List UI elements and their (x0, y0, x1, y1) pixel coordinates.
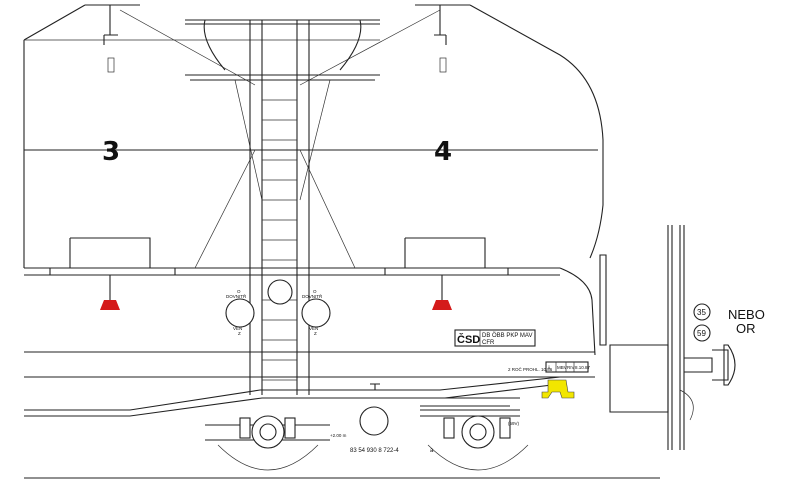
svg-text:O: O (237, 289, 241, 294)
circle-mark-59 (693, 324, 711, 342)
buffer-end (599, 225, 736, 450)
svg-text:DOVNITŘ: DOVNITŘ (302, 292, 323, 299)
yellow-hook (541, 379, 575, 399)
railway-plate: ČSD DB ÖBB PKP MAV CFR (454, 329, 536, 347)
svg-text:VEN: VEN (233, 326, 242, 331)
svg-text:CFR: CFR (482, 340, 495, 346)
underframe: ii MBV RIV 8.10.87 2 ROČ PROHL. 10.86 (24, 351, 595, 417)
wagon-number: 83 54 930 8 722-4 (350, 448, 399, 454)
compartment-4: 4 (434, 137, 452, 167)
valve-indicator-left: O DOVNITŘ VEN Z (225, 289, 255, 336)
svg-text:MBV: MBV (557, 365, 567, 370)
length-mark: +2.00 m (330, 433, 347, 438)
red-marker-right (432, 300, 452, 310)
compartment-3: 3 (102, 137, 120, 167)
svg-text:a: a (430, 448, 434, 454)
svg-text:RIV: RIV (567, 365, 575, 370)
bogie-left (205, 415, 330, 471)
svg-text:(59V): (59V) (508, 421, 520, 426)
outlet-right (384, 237, 509, 300)
valve-indicator-right: O DOVNITŘ VEN Z (301, 289, 331, 336)
red-marker-left (100, 300, 120, 310)
svg-text:8.10.87: 8.10.87 (575, 365, 591, 370)
or-label: OR (736, 321, 756, 336)
svg-text:59: 59 (697, 329, 706, 338)
svg-text:ČSD: ČSD (457, 333, 480, 346)
centre-circle (267, 279, 293, 305)
svg-text:2 ROČ PROHL. 10.86: 2 ROČ PROHL. 10.86 (508, 366, 553, 372)
circle-mark-35 (693, 303, 711, 321)
centre-wheel-cover (359, 406, 389, 436)
svg-text:DOVNITŘ: DOVNITŘ (226, 292, 247, 299)
svg-text:ii: ii (548, 365, 550, 370)
svg-text:Z: Z (238, 331, 241, 336)
svg-text:DB ÖBB PKP MAV: DB ÖBB PKP MAV (482, 332, 532, 339)
svg-text:35: 35 (697, 308, 706, 317)
outlet-left (49, 237, 176, 300)
svg-text:VEN: VEN (309, 326, 318, 331)
svg-text:O: O (313, 289, 317, 294)
ladder-platform (185, 19, 380, 395)
top-hatches (85, 4, 470, 73)
bogie-right (405, 397, 529, 471)
nebo-label: NEBO (728, 307, 765, 322)
svg-text:Z: Z (314, 331, 317, 336)
